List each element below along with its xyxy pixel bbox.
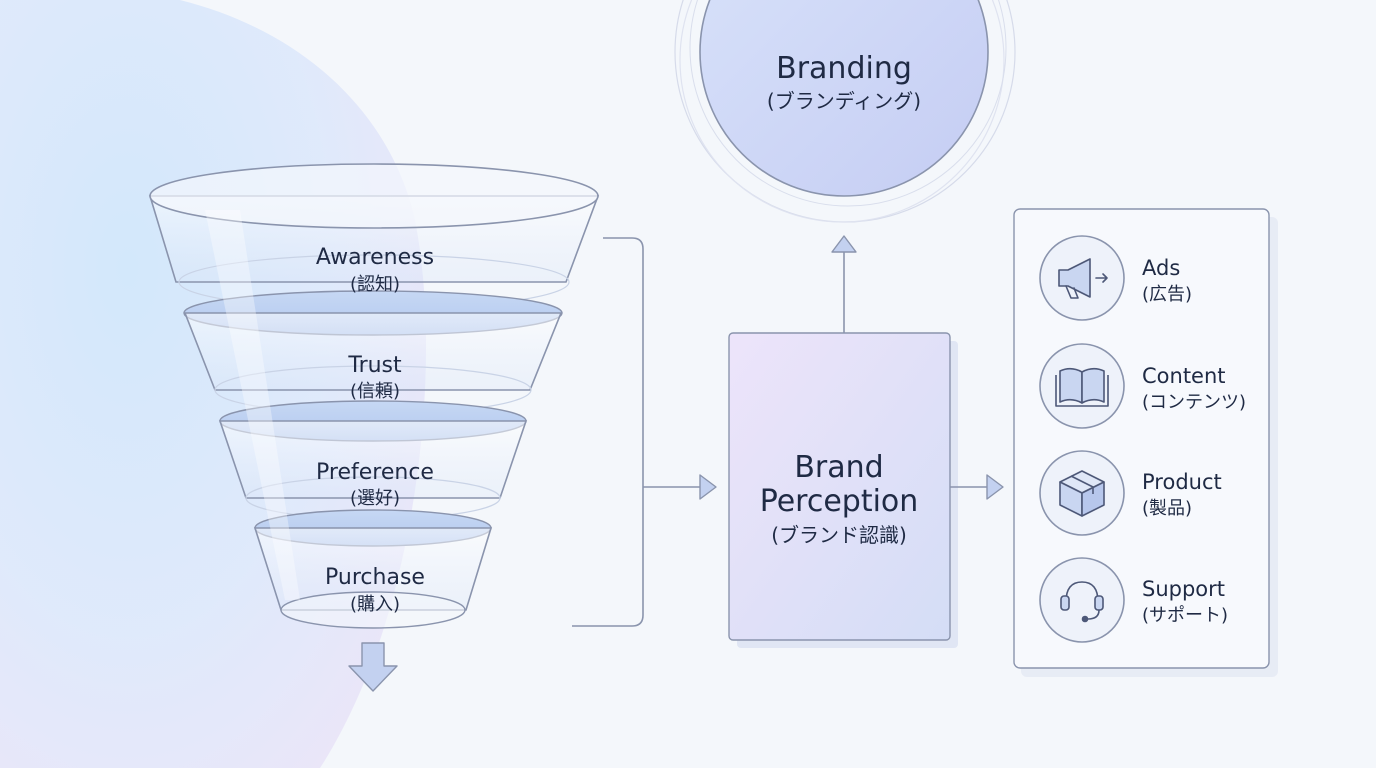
arrow-right-icon: [699, 474, 717, 500]
arrow-up-icon: [831, 235, 857, 253]
perception-line1: Brand: [794, 450, 883, 485]
down-arrow-icon: [348, 642, 398, 692]
channel-subtitle-product: (製品): [1142, 498, 1192, 519]
channel-title-ads: Ads: [1142, 256, 1180, 280]
perception-line2: Perception: [760, 484, 919, 519]
stage-title-awareness: Awareness: [316, 245, 434, 270]
channel-item-ads: Ads (広告): [1039, 235, 1192, 321]
channel-item-product: Product (製品): [1039, 450, 1222, 536]
stage-subtitle-purchase: (購入): [350, 594, 400, 615]
branding-title: Branding: [776, 51, 912, 86]
stage-title-trust: Trust: [347, 353, 402, 378]
funnel-bracket: [572, 237, 644, 627]
channel-subtitle-support: (サポート): [1142, 605, 1228, 626]
channel-subtitle-content: (コンテンツ): [1142, 392, 1246, 413]
megaphone-icon: [1058, 258, 1108, 299]
branding-node: Branding (ブランディング): [674, 0, 1016, 223]
stage-subtitle-trust: (信頼): [350, 381, 400, 402]
perception-subtitle: (ブランド認識): [771, 523, 907, 547]
funnel: Awareness (認知) Trust (信頼) Preference (選好…: [148, 163, 600, 692]
stage-subtitle-awareness: (認知): [350, 274, 400, 295]
channel-title-support: Support: [1142, 577, 1225, 601]
funnel-highlight: [205, 210, 300, 600]
brand-perception-node: Brand Perception (ブランド認識): [728, 332, 958, 648]
channel-subtitle-ads: (広告): [1142, 284, 1192, 305]
funnel-stage-purchase: [253, 527, 493, 629]
branding-subtitle: (ブランディング): [767, 89, 921, 113]
channel-title-content: Content: [1142, 364, 1226, 388]
channel-item-support: Support (サポート): [1039, 557, 1228, 643]
channel-item-content: Content (コンテンツ): [1039, 343, 1246, 429]
arrow-right-icon: [986, 474, 1004, 500]
channels-panel: Ads (広告) Content (コンテンツ) Product: [1013, 208, 1278, 677]
stage-title-preference: Preference: [316, 460, 434, 485]
channel-title-product: Product: [1142, 470, 1222, 494]
stage-title-purchase: Purchase: [325, 565, 425, 590]
stage-subtitle-preference: (選好): [350, 488, 400, 509]
funnel-stage-preference: [218, 420, 528, 520]
box-icon: [1059, 470, 1105, 517]
book-icon: [1055, 367, 1109, 407]
headset-icon: [1060, 581, 1104, 623]
funnel-stage-awareness: [148, 163, 600, 310]
